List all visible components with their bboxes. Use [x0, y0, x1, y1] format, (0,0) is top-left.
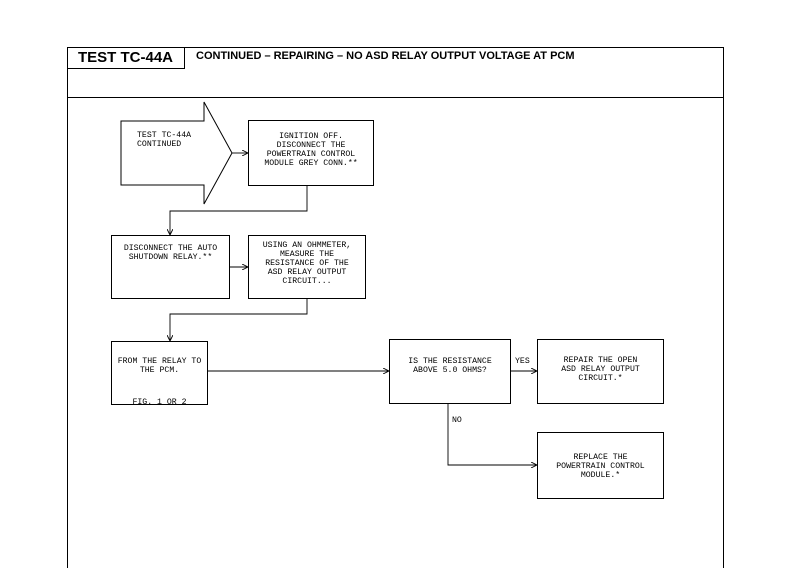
step-ohmmeter: USING AN OHMMETER, MEASURE THE RESISTANC… — [248, 235, 366, 299]
decision-resistance: IS THE RESISTANCE ABOVE 5.0 OHMS? — [389, 339, 511, 404]
connector-ignition-to-relay — [170, 186, 308, 235]
connector-no-to-replace — [447, 404, 537, 465]
start-step-text: TEST TC-44A CONTINUED — [137, 131, 192, 149]
flow-connectors — [120, 101, 787, 551]
start-arrow-shape — [120, 101, 233, 205]
test-title: CONTINUED – REPAIRING – NO ASD RELAY OUT… — [196, 50, 575, 62]
step-ignition-off: IGNITION OFF. DISCONNECT THE POWERTRAIN … — [248, 120, 374, 186]
figure-reference: FIG. 1 OR 2 — [132, 398, 187, 407]
step-disconnect-relay: DISCONNECT THE AUTO SHUTDOWN RELAY.** — [111, 235, 230, 299]
header-divider — [67, 97, 723, 98]
relay-to-pcm-text: FROM THE RELAY TO THE PCM. — [117, 357, 202, 375]
yes-branch-label: YES — [515, 357, 530, 366]
step-repair-circuit: REPAIR THE OPEN ASD RELAY OUTPUT CIRCUIT… — [537, 339, 664, 404]
test-id-label: TEST TC-44A — [67, 47, 185, 69]
no-branch-label: NO — [452, 416, 462, 425]
connector-ohmmeter-to-pcm — [170, 299, 308, 341]
page-frame — [67, 47, 724, 568]
step-replace-pcm: REPLACE THE POWERTRAIN CONTROL MODULE.* — [537, 432, 664, 499]
step-relay-to-pcm: FROM THE RELAY TO THE PCM. FIG. 1 OR 2 — [111, 341, 208, 407]
